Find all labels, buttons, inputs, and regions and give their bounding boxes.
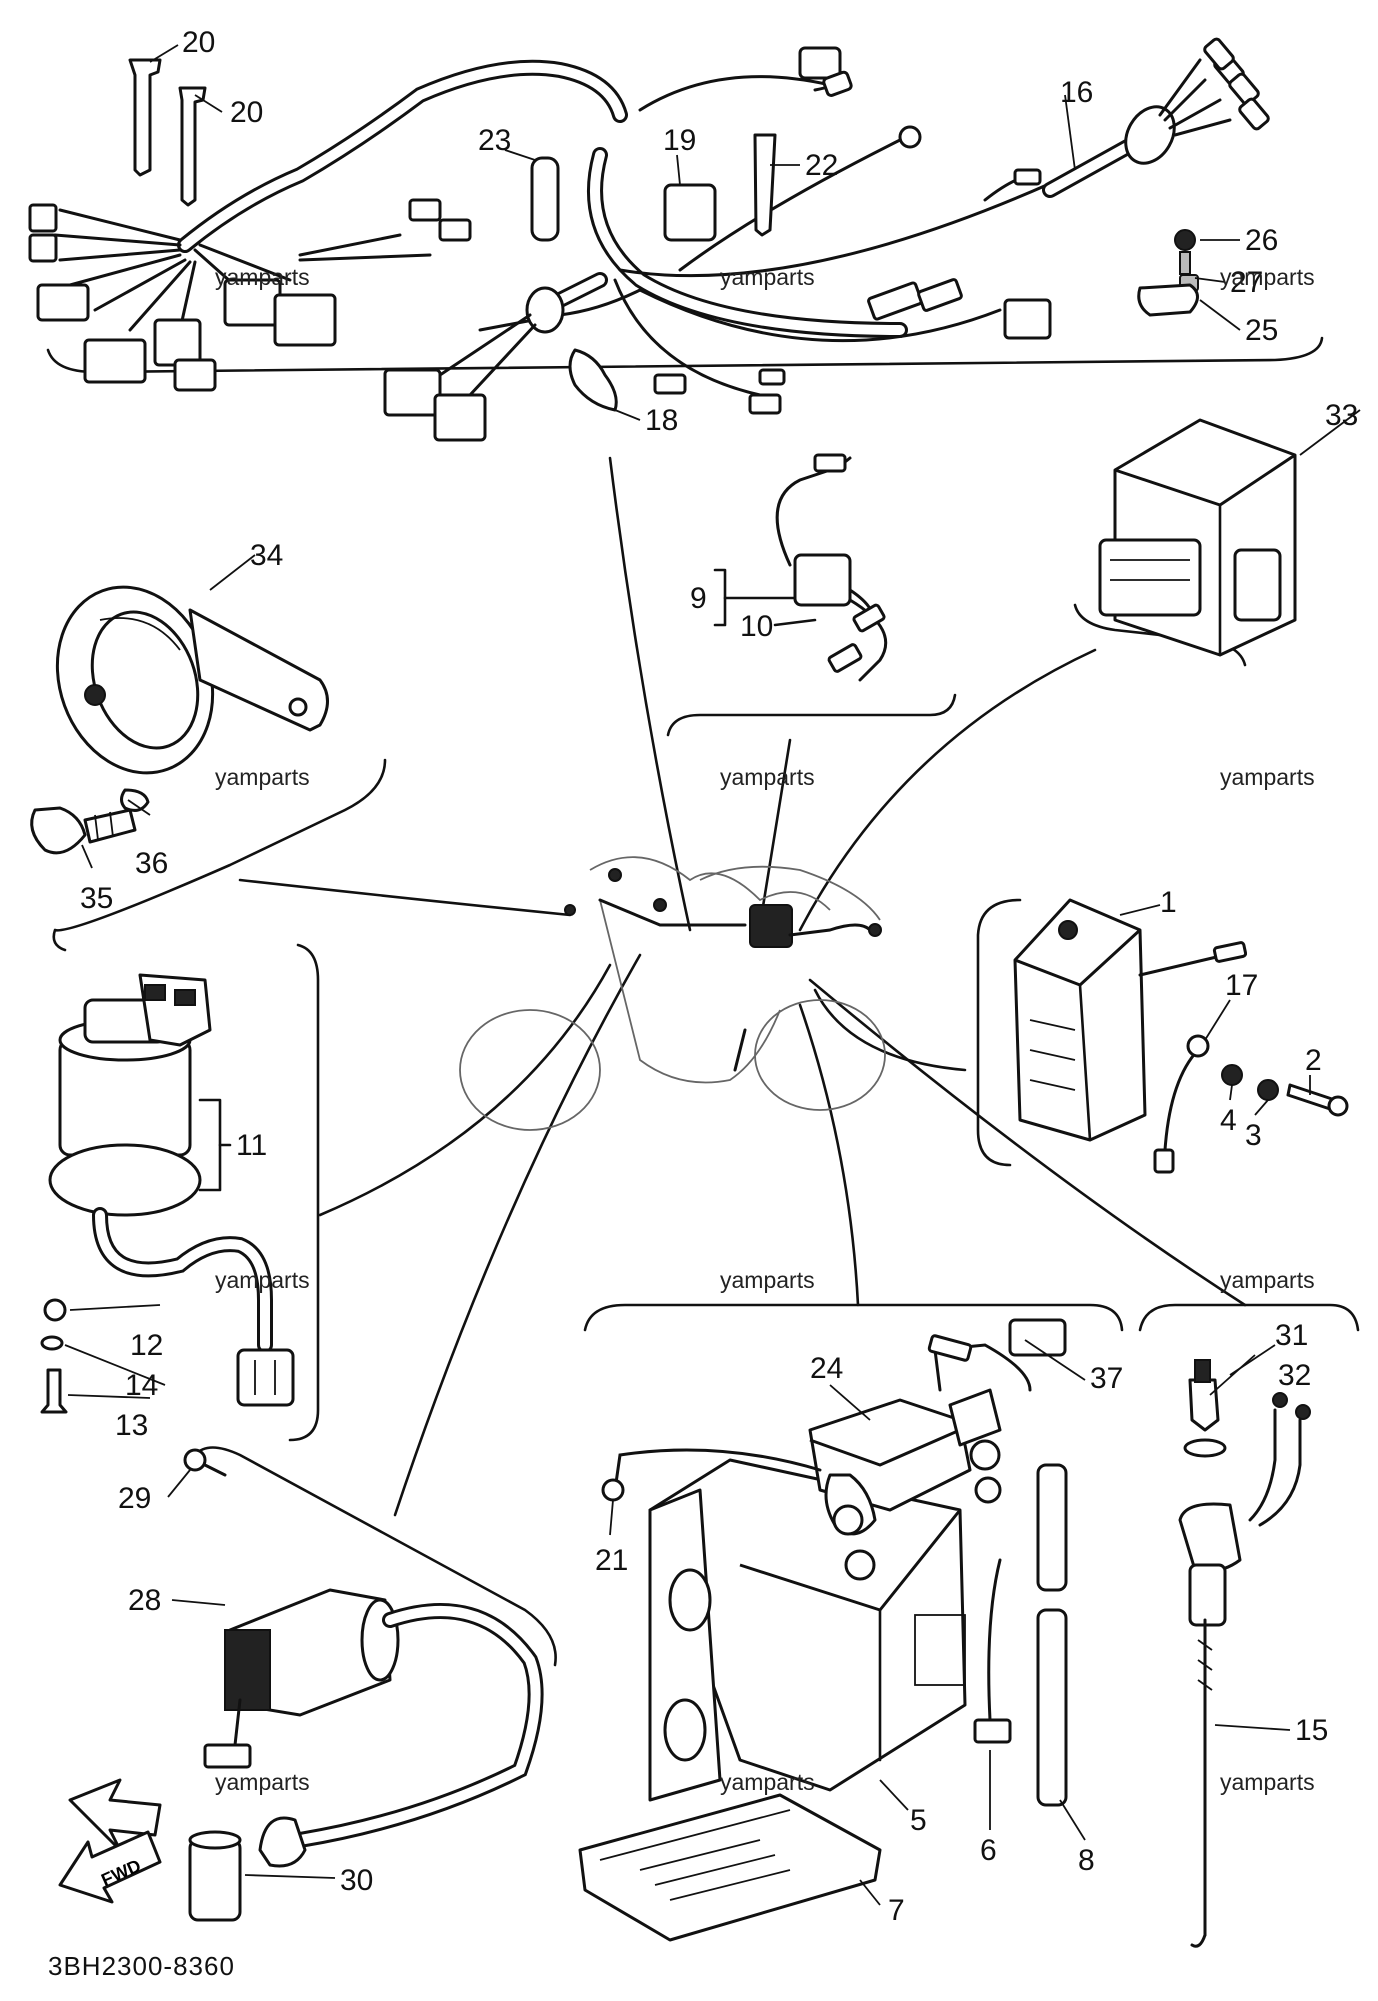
callout-7: 7 (888, 1894, 905, 1927)
horn-part (30, 585, 329, 855)
callout-36: 36 (135, 847, 168, 880)
watermark-text: yamparts (215, 264, 310, 290)
callout-24: 24 (810, 1352, 843, 1385)
cdi-unit-part (1098, 418, 1297, 657)
watermark-text: yamparts (1220, 1769, 1315, 1795)
watermark-text: yamparts (215, 1267, 310, 1293)
callout-23: 23 (478, 124, 511, 157)
callout-25: 25 (1245, 314, 1278, 347)
watermark-text: yamparts (720, 1267, 815, 1293)
callout-2: 2 (1305, 1044, 1322, 1077)
callout-leaders (64, 44, 1361, 1906)
ignition-switch-part (40, 973, 295, 1414)
callout-27: 27 (1230, 266, 1263, 299)
callout-34: 34 (250, 539, 283, 572)
callout-numbers: 20 20 23 19 22 16 26 27 25 18 33 34 9 10… (80, 26, 1358, 1927)
callout-12: 12 (130, 1329, 163, 1362)
rectifier-regulator-part (1013, 898, 1349, 1174)
callout-10: 10 (740, 610, 773, 643)
callout-8: 8 (1078, 1844, 1095, 1877)
relay-part (713, 453, 888, 682)
callout-4: 4 (1220, 1104, 1237, 1137)
callout-35: 35 (80, 882, 113, 915)
watermark-text: yamparts (1220, 764, 1315, 790)
watermark-text: yamparts (720, 264, 815, 290)
switch-parts (1178, 1354, 1311, 1948)
callout-11: 11 (236, 1129, 267, 1162)
watermark-text: yamparts (1220, 1267, 1315, 1293)
watermark-text: yamparts (215, 1769, 310, 1795)
callout-22: 22 (805, 149, 838, 182)
callout-30: 30 (340, 1864, 373, 1897)
battery-group-part (578, 1318, 1068, 1942)
callout-13: 13 (115, 1409, 148, 1442)
callout-21: 21 (595, 1544, 628, 1577)
callout-32: 32 (1278, 1359, 1311, 1392)
fwd-arrow: FWD (58, 1830, 162, 1904)
callout-1: 1 (1160, 886, 1177, 919)
watermark-text: yamparts (720, 1769, 815, 1795)
watermarks: yamparts yamparts yamparts yamparts yamp… (215, 264, 1315, 1795)
callout-20b: 20 (230, 96, 263, 129)
motorcycle-silhouette (459, 856, 886, 1131)
callout-9: 9 (690, 582, 707, 615)
callout-20a: 20 (182, 26, 215, 59)
ignition-coil-part (68, 1448, 544, 1922)
callout-17: 17 (1225, 969, 1258, 1002)
callout-33: 33 (1325, 399, 1358, 432)
callout-28: 28 (128, 1584, 161, 1617)
callout-26: 26 (1245, 224, 1278, 257)
watermark-text: yamparts (215, 764, 310, 790)
wire-harness (28, 37, 1270, 442)
callout-6: 6 (980, 1834, 997, 1867)
diagram-code: 3BH2300-8360 (48, 1951, 235, 1981)
callout-16: 16 (1060, 76, 1093, 109)
callout-19: 19 (663, 124, 696, 157)
callout-14: 14 (125, 1369, 158, 1402)
callout-29: 29 (118, 1482, 151, 1515)
callout-37: 37 (1090, 1362, 1123, 1395)
callout-31: 31 (1275, 1319, 1308, 1352)
callout-18: 18 (645, 404, 678, 437)
leader-lines (238, 456, 1247, 1517)
callout-15: 15 (1295, 1714, 1328, 1747)
watermark-text: yamparts (720, 764, 815, 790)
callout-5: 5 (910, 1804, 927, 1837)
watermark-text: yamparts (1220, 264, 1315, 290)
callout-3: 3 (1245, 1119, 1262, 1152)
